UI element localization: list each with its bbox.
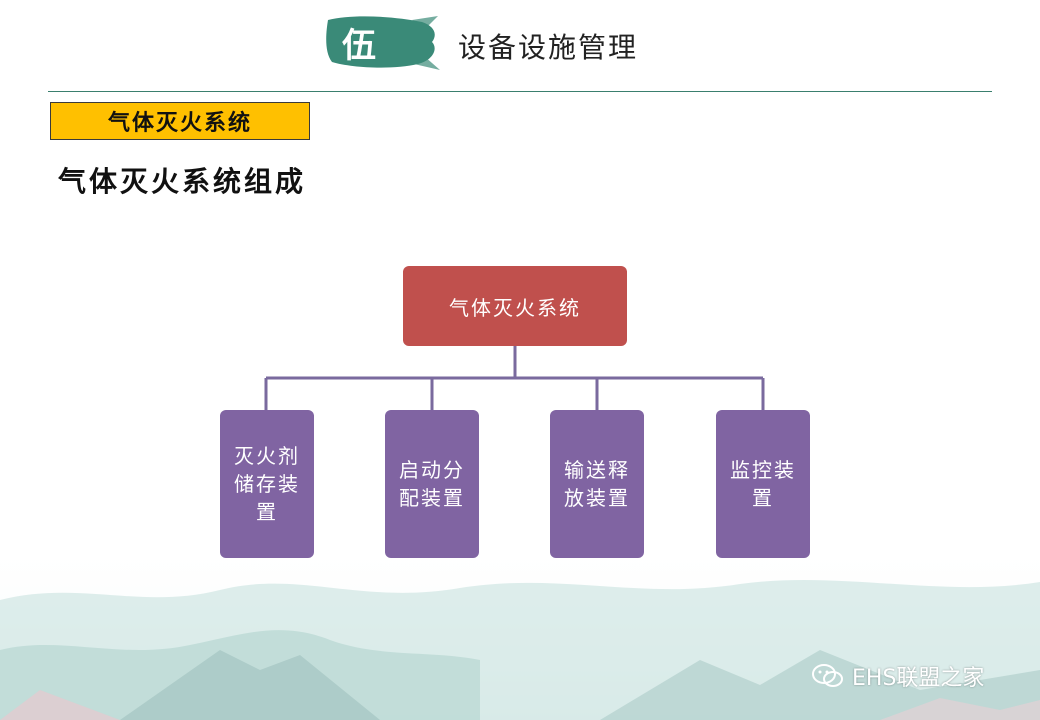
diagram-child-node-3: 输送释放装置: [550, 410, 644, 558]
diagram-child-node-2: 启动分配装置: [385, 410, 479, 558]
wechat-icon: [812, 663, 844, 689]
diagram-root-node: 气体灭火系统: [403, 266, 627, 346]
diagram-child-node-4: 监控装置: [716, 410, 810, 558]
diagram-child-node-1: 灭火剂储存装置: [220, 410, 314, 558]
watermark: EHS联盟之家: [812, 660, 984, 692]
watermark-text: EHS联盟之家: [852, 660, 984, 692]
